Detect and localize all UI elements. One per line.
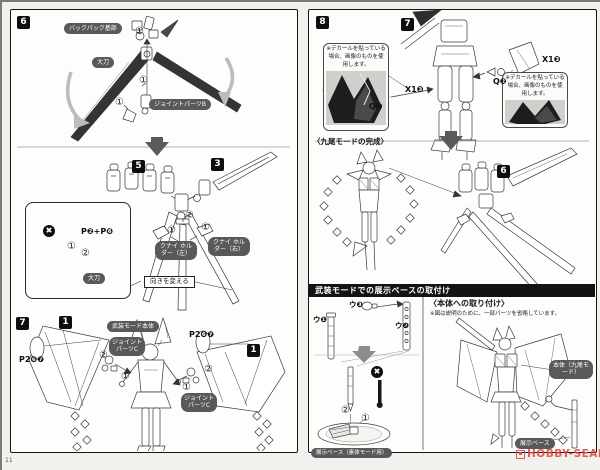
circled-1-marker: ① <box>67 241 76 252</box>
wrong-mark-icon: ✖ <box>371 366 383 378</box>
part-badge-1: 1 <box>247 344 260 357</box>
base-section-header: 武装モードでの展示ベースの取付け <box>309 284 595 297</box>
step-badge-7: 7 <box>16 317 29 330</box>
kyubi-mode-title: 〈九尾モードの完成〉 <box>313 137 388 146</box>
step6-drawing <box>65 16 242 142</box>
part-code-u2: ウ❷ <box>395 321 409 330</box>
step-badge-6-ref: 6 <box>497 165 510 178</box>
turn-orientation-note: 向きを変える <box>144 276 195 288</box>
part-label-daito: 大刀 <box>92 57 115 68</box>
instruction-panel-left: 6 バックパック基部 大刀 ジョイントパーツB ① ① ① 5 3 ✖ P❷+P… <box>10 9 298 453</box>
circled-1-marker: ① <box>167 225 176 236</box>
circled-1-marker: ① <box>121 371 130 382</box>
part-label-kunai-holder-right: クナイ ホルダー（右） <box>208 237 250 256</box>
decal-note-text: ※デカールを貼っている場合、画像のものを使用します。 <box>326 46 386 68</box>
circled-1-marker: ① <box>201 222 210 233</box>
decal-note-box-left: ※デカールを貼っている場合、画像のものを使用します。 <box>323 43 389 131</box>
part-label-daito-inset: 大刀 <box>83 273 106 284</box>
part-code-p2-67: P2❻❼ <box>189 330 214 339</box>
part-code-p2-67: P2❻❼ <box>19 355 44 364</box>
watermark-text: HOBBY-SEARCH <box>527 448 600 460</box>
decal-photo-right <box>505 99 565 124</box>
part-badge-1: 1 <box>59 316 72 329</box>
display-base-label: 展示ベース（素体モード用） <box>311 448 393 459</box>
circled-2-marker: ② <box>204 364 213 375</box>
step-badge-7-ref: 7 <box>401 18 414 31</box>
body-attach-title: 〈本体への取り付け〉 <box>429 299 509 308</box>
part-label-kunai-holder-left: クナイ ホルダー（左） <box>155 241 197 260</box>
left-panel-illustration <box>17 16 290 451</box>
step7-drawing <box>28 316 286 451</box>
decal-photo-left <box>326 70 386 125</box>
part-label-joint-b: ジョイントパーツB <box>149 99 211 110</box>
circled-1-marker: ① <box>361 413 370 424</box>
step-badge-5: 5 <box>132 160 145 173</box>
part-label-armed-mode-body: 武装モード本体 <box>107 321 160 332</box>
kyubi-mode-drawing <box>319 147 578 291</box>
part-code-p2-p6: P❷+P❻ <box>81 227 113 236</box>
down-arrow-icon <box>439 131 463 150</box>
part-code-u1: ウ❶ <box>313 315 327 324</box>
step-badge-8: 8 <box>316 16 329 29</box>
part-code-q2: Q❷ <box>369 102 383 111</box>
circled-1-marker: ① <box>115 97 124 108</box>
decal-note-box-right: ※デカールを貼っている場合、画像のものを使用します。 <box>502 72 568 128</box>
base-parts-drawing <box>315 300 419 446</box>
camera-icon <box>516 449 525 459</box>
part-label-backpack-base: バックパック基部 <box>64 23 122 34</box>
hobby-search-watermark: HOBBY-SEARCH <box>516 448 600 460</box>
body-kyubi-label: 本体（九尾モード） <box>549 360 593 379</box>
step-badge-6: 6 <box>17 16 30 29</box>
wrong-assembly-inset-box <box>25 202 131 299</box>
part-code-u3: ウ❸ <box>349 300 363 309</box>
instruction-panel-right: 8 7 ※デカールを貼っている場合、画像のものを使用します。 ※デカールを貼って… <box>308 9 597 459</box>
part-code-q2: Q❷ <box>493 77 507 86</box>
page-number: 11 <box>5 457 13 464</box>
wrong-mark-icon: ✖ <box>43 225 55 237</box>
decal-note-text: ※デカールを貼っている場合、画像のものを使用します。 <box>505 75 565 97</box>
circled-1-marker: ① <box>182 382 191 393</box>
circled-1-marker: ① <box>139 75 148 86</box>
body-attach-note: ※図は説明のために、一部パーツを省略しています。 <box>430 311 561 317</box>
body-attach-drawing <box>455 317 578 449</box>
down-arrow-icon <box>145 137 169 156</box>
circled-2-marker: ② <box>185 210 194 221</box>
circled-1-marker: ① <box>135 26 144 37</box>
part-label-joint-c: ジョイント パーツC <box>181 393 217 412</box>
circled-2-marker: ② <box>99 350 108 361</box>
part-code-x1-3: X1❸ <box>405 85 424 94</box>
part-label-joint-c: ジョイント パーツC <box>109 337 145 356</box>
circled-2-marker: ② <box>341 405 350 416</box>
circled-2-marker: ② <box>81 248 90 259</box>
part-code-x1-3: X1❸ <box>542 55 561 64</box>
step-badge-3: 3 <box>211 158 224 171</box>
display-base-label-2: 展示ベース <box>515 438 555 449</box>
